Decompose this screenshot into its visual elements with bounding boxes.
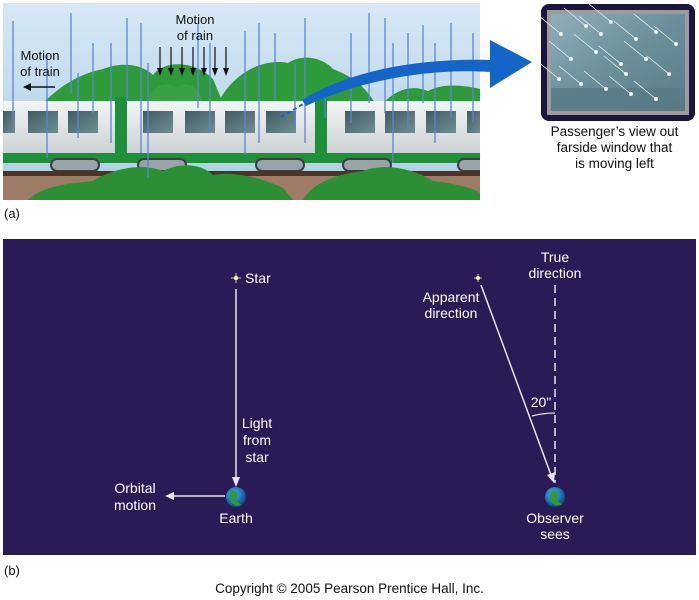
- rain-drop: [644, 57, 649, 62]
- rain-drop: [634, 37, 639, 42]
- rain-streak: [633, 13, 657, 33]
- rain-streak: [578, 15, 602, 35]
- apparent-direction-label-2: direction: [425, 305, 478, 321]
- motion-of-train-label-2: of train: [20, 64, 60, 79]
- callout-arrow: [302, 40, 532, 106]
- rain-streak: [583, 70, 607, 90]
- aberration-svg: Star Light from star Orbital motion Eart…: [114, 249, 584, 542]
- rain-streak: [613, 20, 637, 40]
- earth-label: Earth: [219, 510, 252, 526]
- star-icon: [231, 273, 241, 283]
- train-motion-arrow: [23, 83, 55, 91]
- rain-drop: [629, 92, 634, 97]
- rain-drop: [584, 23, 589, 28]
- true-direction-label-1: True: [541, 249, 569, 265]
- light-ray-arrowhead: [232, 477, 240, 487]
- apparent-star-icon: [474, 274, 482, 282]
- angle-label: 20": [531, 394, 552, 410]
- apparent-ray: [480, 284, 552, 476]
- rain-streak: [538, 15, 562, 35]
- rain-drop: [619, 62, 624, 67]
- aberration-diagram: Star Light from star Orbital motion Eart…: [3, 239, 696, 555]
- car-connector: [315, 97, 327, 163]
- rain-streak: [558, 65, 582, 85]
- rain-streak: [573, 33, 597, 53]
- rain-streak: [536, 60, 560, 80]
- rain-drop: [624, 72, 629, 77]
- rain-streak: [653, 25, 677, 45]
- rail: [3, 171, 480, 176]
- rain-drop: [568, 57, 573, 62]
- rain-arrowhead: [190, 68, 196, 76]
- train-skirt: [3, 153, 480, 163]
- rain-drop: [594, 50, 599, 55]
- panel-a-label: (a): [4, 206, 20, 221]
- orbital-motion-arrowhead: [165, 492, 174, 500]
- train-rain-illustration: Motion of train Motion of rain: [3, 3, 480, 200]
- rain-drop: [556, 77, 561, 82]
- passenger-window-inset: [536, 3, 695, 121]
- rain-streak: [633, 80, 657, 100]
- bush-foreground: [28, 165, 293, 200]
- train-scene: Motion of train Motion of rain: [3, 3, 480, 200]
- tree-right: [383, 85, 480, 103]
- rain-streak: [548, 40, 572, 60]
- callout-arrow-icon: [302, 40, 532, 106]
- star-label: Star: [245, 270, 271, 286]
- bush-foreground: [303, 167, 480, 200]
- light-from-star-3: star: [245, 449, 269, 465]
- rain-drop: [654, 29, 659, 34]
- rain-streak: [588, 3, 612, 23]
- apparent-direction-label-1: Apparent: [423, 289, 480, 305]
- light-from-star-1: Light: [242, 415, 272, 431]
- car-connector: [115, 97, 127, 163]
- observer-sees-label-2: sees: [540, 526, 570, 542]
- rain-arrowhead: [157, 68, 163, 76]
- rain-drop: [667, 72, 672, 77]
- rain-drop: [579, 82, 584, 87]
- rain-drop: [599, 31, 604, 36]
- angle-arc: [531, 412, 556, 417]
- apparent-ray-arrowhead: [547, 472, 555, 483]
- rain-drop: [604, 87, 609, 92]
- rain-streak: [623, 40, 647, 60]
- inset-caption: Passenger’s view out farside window that…: [530, 124, 699, 173]
- rain-drop: [673, 42, 678, 47]
- rain-arrowhead: [201, 68, 207, 76]
- rain-streak: [646, 55, 670, 75]
- inset-caption-line: farside window that: [556, 140, 673, 156]
- copyright-notice: Copyright © 2005 Pearson Prentice Hall, …: [215, 581, 484, 596]
- rain-motion-arrows: [157, 47, 229, 76]
- rain-drop: [654, 97, 659, 102]
- rain-streak: [603, 55, 627, 75]
- earth-icon: [226, 487, 246, 507]
- rain-arrowhead: [223, 68, 229, 76]
- rain-drop: [609, 19, 614, 24]
- panel-b-label: (b): [4, 563, 20, 578]
- rain-arrowhead: [212, 68, 218, 76]
- rain-streak: [598, 45, 622, 65]
- rain-arrowhead: [168, 68, 174, 76]
- true-direction-label-2: direction: [529, 265, 582, 281]
- observer-earth-icon: [545, 487, 565, 507]
- motion-of-rain-label-1: Motion: [175, 12, 214, 27]
- rain-arrowhead: [179, 68, 185, 76]
- light-from-star-2: from: [243, 432, 271, 448]
- inset-caption-line: is moving left: [575, 156, 654, 172]
- motion-of-rain-label-2: of rain: [177, 28, 213, 43]
- window-view: [536, 3, 695, 121]
- bush-center: [148, 84, 203, 103]
- rain-drop: [558, 31, 563, 36]
- rain-streak: [608, 75, 632, 95]
- orbital-motion-label-2: motion: [114, 497, 156, 513]
- motion-of-train-label-1: Motion: [20, 48, 59, 63]
- inset-caption-line: Passenger’s view out: [550, 124, 679, 139]
- observer-sees-label-1: Observer: [526, 510, 584, 526]
- rain-streak: [563, 7, 587, 27]
- sightline-dashed: [280, 102, 306, 118]
- slanted-rain-drops: [536, 3, 678, 102]
- orbital-motion-label-1: Orbital: [114, 480, 155, 496]
